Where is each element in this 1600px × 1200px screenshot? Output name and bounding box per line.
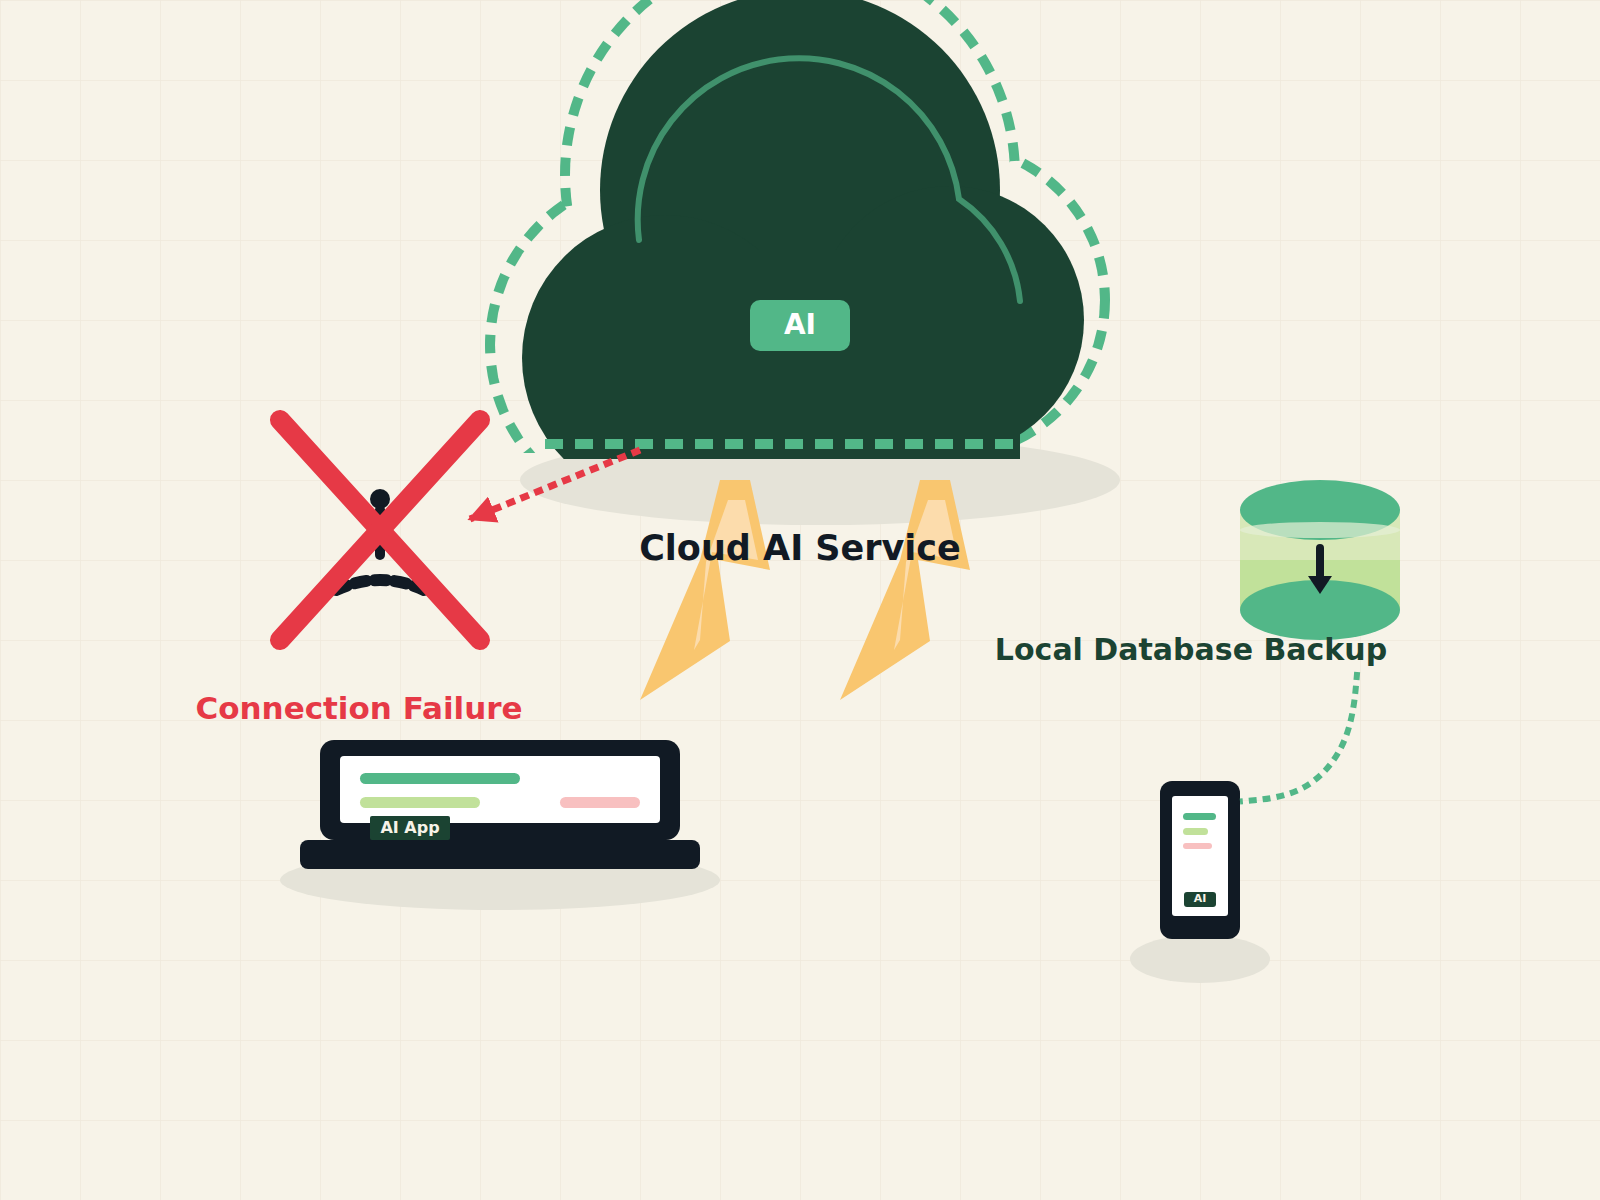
database-node: Local Database Backup	[980, 480, 1400, 672]
node-label: AI	[750, 300, 850, 351]
cloud-dashed-outline	[495, 0, 1100, 453]
phone-body	[1160, 781, 1240, 939]
phone-shadow	[1130, 935, 1270, 983]
cloud-shape	[522, 0, 1084, 459]
laptop-screen-frame	[320, 740, 680, 840]
phone-node: AI	[1160, 781, 1240, 939]
cloud-node: Cloud AI ServiceAI	[522, 0, 1084, 450]
lightning-bolt	[640, 480, 770, 700]
db-top	[1240, 480, 1400, 540]
bolt-highlight	[894, 500, 958, 650]
failure-cross	[280, 420, 480, 640]
screen-bar	[1183, 828, 1208, 835]
phone-screen	[1172, 796, 1228, 916]
screen-bar	[1183, 843, 1212, 849]
db-arrow	[1316, 548, 1324, 578]
ai-badge: AI	[750, 300, 850, 351]
lightning-bolt	[840, 480, 970, 700]
node-label: AI App	[370, 816, 450, 840]
cloud-lobe	[620, 250, 1020, 459]
phone-icon	[1130, 781, 1270, 983]
node-label: AI	[1184, 892, 1216, 907]
cloud-dashed-base	[545, 439, 1020, 449]
cloud-shadow	[520, 435, 1120, 525]
database-icon	[1240, 480, 1400, 640]
node-label: Connection Failure	[195, 691, 522, 725]
screen-bar	[360, 797, 480, 808]
failure-icon	[280, 420, 480, 640]
screen-bar	[1183, 813, 1216, 820]
bolt-shape	[840, 480, 970, 700]
failure-node: Connection Failure	[280, 420, 470, 640]
screen-bar	[560, 797, 640, 808]
db-arrow-head	[1308, 576, 1332, 594]
cloud-inner-arc	[638, 58, 1020, 301]
laptop-screen	[340, 756, 660, 823]
connector	[1240, 672, 1357, 802]
failure-cross	[280, 420, 480, 640]
device-arc	[336, 580, 424, 590]
connector	[470, 450, 640, 519]
laptop-base	[300, 840, 700, 869]
laptop-node: AI App	[300, 740, 700, 869]
bolt-shape	[640, 480, 770, 700]
screen-bar	[360, 773, 520, 784]
laptop-icon	[280, 740, 720, 910]
node-label: Cloud AI Service	[639, 529, 961, 568]
bolt-highlight	[694, 500, 758, 650]
db-ring	[1240, 522, 1400, 538]
node-label: Local Database Backup	[995, 633, 1387, 666]
